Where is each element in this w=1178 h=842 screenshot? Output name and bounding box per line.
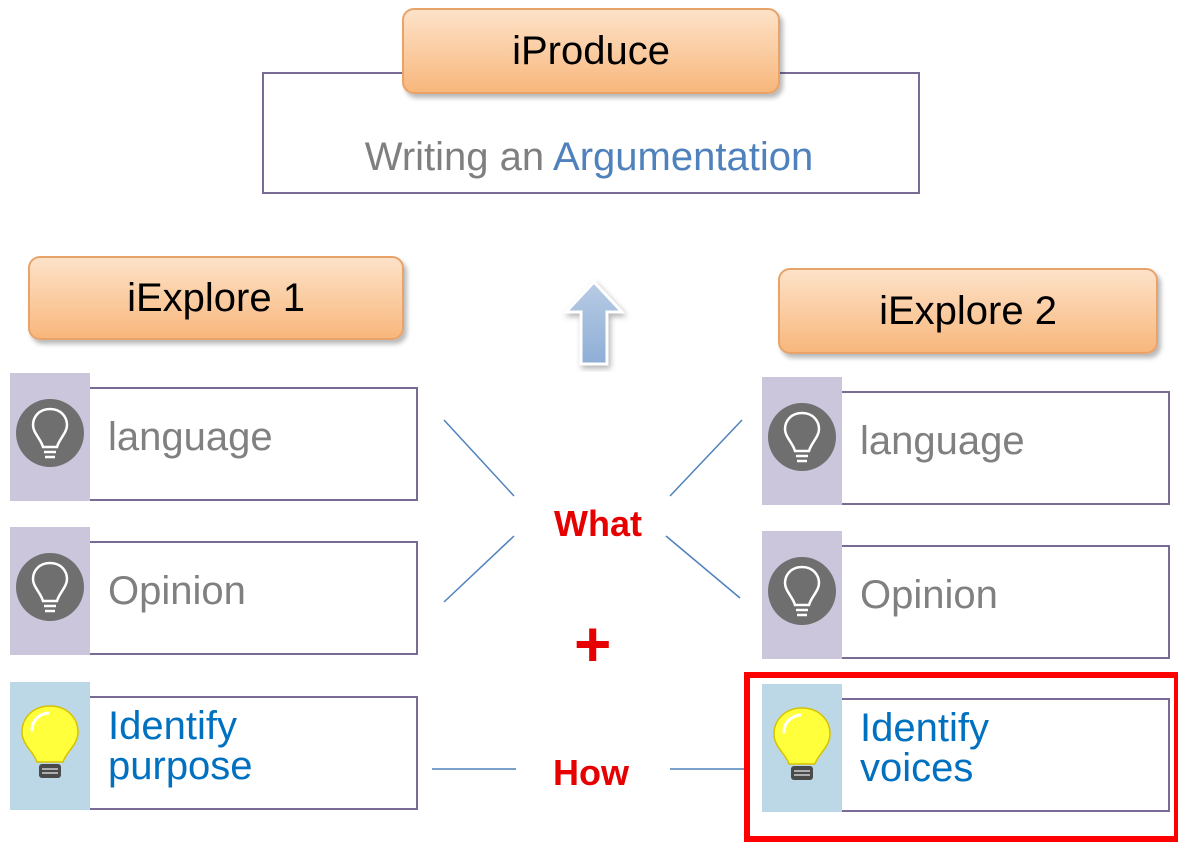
right-card-language: language — [762, 377, 1170, 505]
produce-text-accent: Argumentation — [553, 135, 814, 179]
how-label: How — [553, 752, 629, 793]
right-card-opinion: Opinion — [762, 531, 1170, 659]
up-arrow-icon — [562, 279, 626, 366]
lightbulb-dark-icon — [16, 553, 84, 621]
card-label: language — [108, 415, 273, 459]
produce-text-prefix: Writing an — [364, 135, 545, 179]
iexplore-2-heading: iExplore 2 — [778, 268, 1158, 354]
card-label: Opinion — [860, 573, 998, 617]
lightbulb-yellow-icon — [21, 705, 79, 778]
card-label: Identify voices — [860, 706, 989, 790]
card-label: Opinion — [108, 569, 246, 613]
right-card-identify-voices: Identify voices — [762, 684, 1170, 812]
left-card-opinion: Opinion — [10, 527, 418, 655]
lightbulb-dark-icon — [768, 557, 836, 625]
produce-text: Writing an Argumentation — [0, 135, 1178, 180]
plus-sign: + — [574, 608, 612, 680]
iproduce-heading: iProduce — [402, 8, 780, 94]
left-card-identify-purpose: Identify purpose — [10, 682, 418, 810]
card-label: language — [860, 419, 1025, 463]
lightbulb-yellow-icon — [773, 707, 831, 780]
card-label: Identify purpose — [108, 704, 253, 788]
lightbulb-dark-icon — [768, 403, 836, 471]
iexplore-1-heading: iExplore 1 — [28, 256, 404, 340]
what-label: What — [554, 503, 642, 544]
left-card-language: language — [10, 373, 418, 501]
highlight-box — [744, 672, 1178, 842]
lightbulb-dark-icon — [16, 399, 84, 467]
